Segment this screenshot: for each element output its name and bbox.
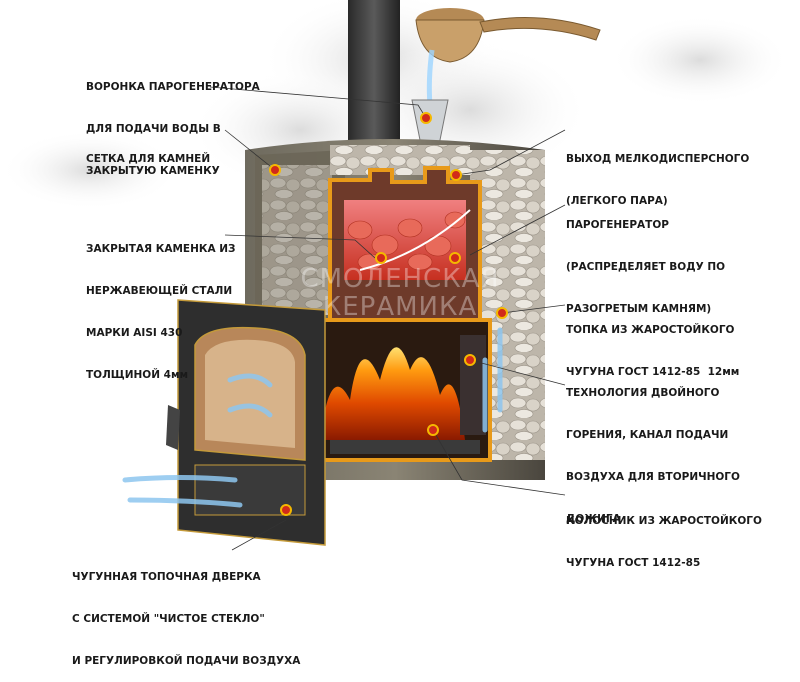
label-double-burn-line-2: ГОРЕНИЯ, КАНАЛ ПОДАЧИ xyxy=(566,429,729,441)
label-steam-generator-line-1: ПАРОГЕНЕРАТОР xyxy=(566,219,669,231)
sauna-stove-diagram xyxy=(0,0,790,551)
firebox xyxy=(298,318,492,462)
label-funnel-line-2: ДЛЯ ПОДАЧИ ВОДЫ В xyxy=(86,123,221,135)
label-grate: КОЛОСНИК ИЗ ЖАРОСТОЙКОГО ЧУГУНА ГОСТ 141… xyxy=(566,486,762,584)
label-firebox-line-2: ЧУГУНА ГОСТ 1412-85 12мм xyxy=(566,366,740,378)
label-closed-heater-line-4: ТОЛЩИНОЙ 4мм xyxy=(86,369,189,381)
label-door-line-3: И РЕГУЛИРОВКОЙ ПОДАЧИ ВОЗДУХА xyxy=(72,655,301,667)
label-double-burn-line-1: ТЕХНОЛОГИЯ ДВОЙНОГО xyxy=(566,387,720,399)
label-funnel: ВОРОНКА ПАРОГЕНЕРАТОРА ДЛЯ ПОДАЧИ ВОДЫ В… xyxy=(86,52,260,192)
callout-markers xyxy=(269,112,508,516)
water-ladle xyxy=(415,8,601,106)
label-double-burn-line-4: ДОЖИГА xyxy=(566,513,621,525)
label-closed-heater-line-2: НЕРЖАВЕЮЩЕЙ СТАЛИ xyxy=(86,285,233,297)
label-grate-line-1: КОЛОСНИК ИЗ ЖАРОСТОЙКОГО xyxy=(566,515,762,527)
label-door: ЧУГУННАЯ ТОПОЧНАЯ ДВЕРКА С СИСТЕМОЙ "ЧИС… xyxy=(72,542,300,682)
label-steam-out-line-1: ВЫХОД МЕЛКОДИСПЕРСНОГО xyxy=(566,153,750,165)
label-closed-heater: ЗАКРЫТАЯ КАМЕНКА ИЗ НЕРЖАВЕЮЩЕЙ СТАЛИ МА… xyxy=(86,214,236,396)
label-closed-heater-line-3: МАРКИ AISI 430 xyxy=(86,327,183,339)
air-flow-arrows xyxy=(122,327,503,508)
label-steam-generator-line-2: (РАСПРЕДЕЛЯЕТ ВОДУ ПО xyxy=(566,261,726,273)
label-door-line-1: ЧУГУННАЯ ТОПОЧНАЯ ДВЕРКА xyxy=(72,571,261,583)
label-door-line-2: С СИСТЕМОЙ "ЧИСТОЕ СТЕКЛО" xyxy=(72,613,265,625)
label-closed-heater-line-1: ЗАКРЫТАЯ КАМЕНКА ИЗ xyxy=(86,243,236,255)
closed-heater-chamber xyxy=(328,166,482,322)
label-steam-generator-line-3: РАЗОГРЕТЫМ КАМНЯМ) xyxy=(566,303,712,315)
label-mesh: СЕТКА ДЛЯ КАМНЕЙ xyxy=(86,124,210,180)
label-funnel-line-1: ВОРОНКА ПАРОГЕНЕРАТОРА xyxy=(86,81,260,93)
label-funnel-line-3: ЗАКРЫТУЮ КАМЕНКУ xyxy=(86,165,220,177)
label-steam-out-line-2: (ЛЕГКОГО ПАРА) xyxy=(566,195,668,207)
label-double-burn: ТЕХНОЛОГИЯ ДВОЙНОГО ГОРЕНИЯ, КАНАЛ ПОДАЧ… xyxy=(566,358,740,540)
firebox-door xyxy=(166,299,326,546)
label-grate-line-2: ЧУГУНА ГОСТ 1412-85 xyxy=(566,557,701,569)
label-double-burn-line-3: ВОЗДУХА ДЛЯ ВТОРИЧНОГО xyxy=(566,471,740,483)
label-steam-out: ВЫХОД МЕЛКОДИСПЕРСНОГО (ЛЕГКОГО ПАРА) xyxy=(566,124,749,222)
label-firebox: ТОПКА ИЗ ЖАРОСТОЙКОГО ЧУГУНА ГОСТ 1412-8… xyxy=(566,295,739,393)
label-steam-generator: ПАРОГЕНЕРАТОР (РАСПРЕДЕЛЯЕТ ВОДУ ПО РАЗО… xyxy=(566,190,725,330)
label-firebox-line-1: ТОПКА ИЗ ЖАРОСТОЙКОГО xyxy=(566,324,735,336)
label-mesh-line-1: СЕТКА ДЛЯ КАМНЕЙ xyxy=(86,153,211,165)
